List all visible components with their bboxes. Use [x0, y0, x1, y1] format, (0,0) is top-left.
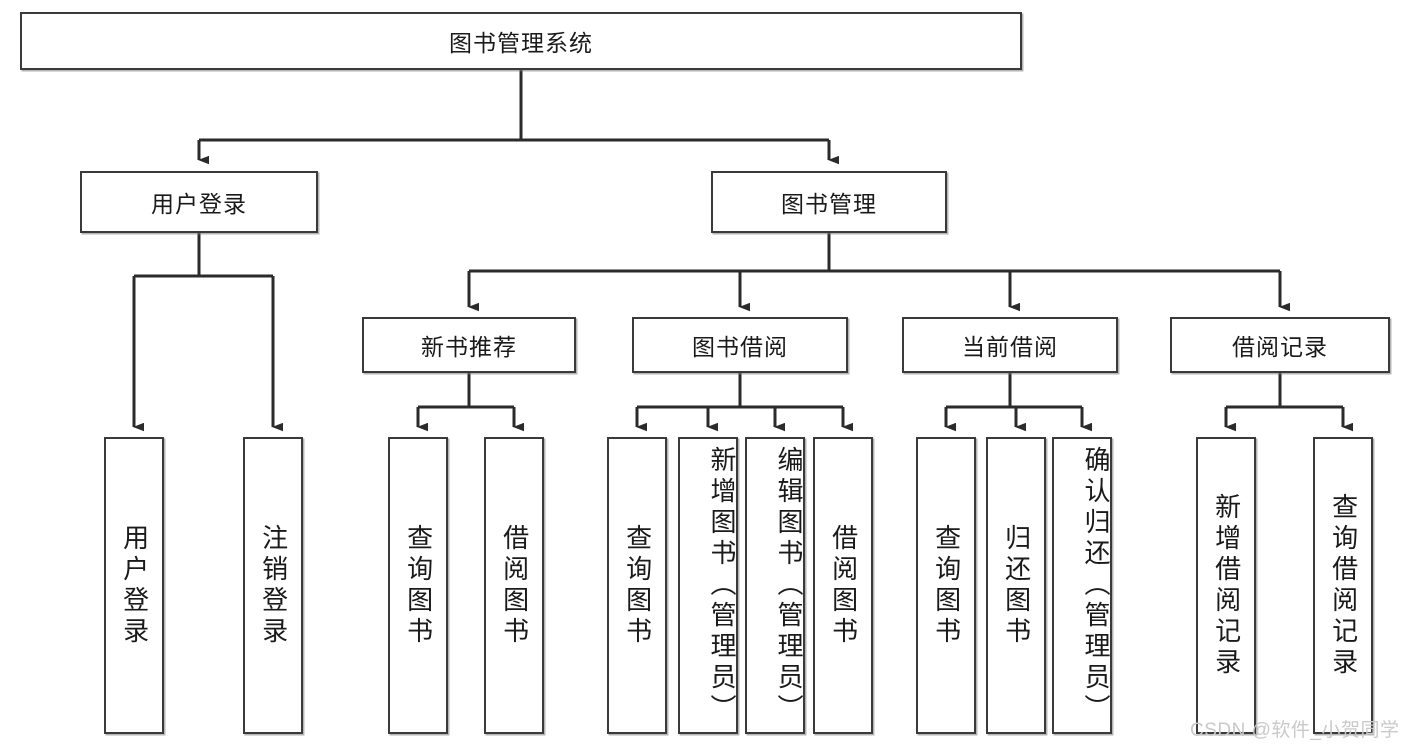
- leaf-node-query-book-current[interactable]: 查询图书: [916, 437, 976, 734]
- leaf-label: 查询图书: [931, 523, 962, 648]
- node-user-login[interactable]: 用户登录: [80, 171, 318, 233]
- leaf-label: 借阅图书: [499, 523, 530, 648]
- leaf-label: 注销登录: [258, 523, 289, 648]
- leaf-label: 确认归还（管理员）: [1081, 446, 1111, 725]
- node-current-borrow[interactable]: 当前借阅: [902, 317, 1118, 373]
- leaf-label: 查询图书: [403, 523, 434, 648]
- node-new-book-recommend[interactable]: 新书推荐: [362, 317, 576, 373]
- node-label: 图书借阅: [692, 334, 788, 360]
- node-book-manage[interactable]: 图书管理: [711, 171, 947, 233]
- node-label: 借阅记录: [1232, 334, 1328, 360]
- node-book-borrow[interactable]: 图书借阅: [632, 317, 848, 373]
- leaf-label: 新增借阅记录: [1211, 492, 1242, 679]
- leaf-node-edit-book-admin[interactable]: 编辑图书（管理员）: [745, 437, 805, 734]
- leaf-node-add-borrow-record[interactable]: 新增借阅记录: [1196, 437, 1256, 734]
- leaf-node-borrow-book[interactable]: 借阅图书: [813, 437, 873, 734]
- node-label: 新书推荐: [421, 334, 517, 360]
- node-borrow-record[interactable]: 借阅记录: [1170, 317, 1390, 373]
- leaf-label: 用户登录: [119, 523, 150, 648]
- leaf-node-query-book-recommend[interactable]: 查询图书: [388, 437, 448, 734]
- leaf-node-return-book[interactable]: 归还图书: [986, 437, 1046, 734]
- node-label: 图书管理: [781, 191, 877, 217]
- leaf-node-query-book-borrow[interactable]: 查询图书: [607, 437, 667, 734]
- leaf-node-add-book-admin[interactable]: 新增图书（管理员）: [678, 437, 738, 734]
- node-label: 图书管理系统: [449, 30, 593, 56]
- leaf-node-query-borrow-record[interactable]: 查询借阅记录: [1313, 437, 1373, 734]
- node-label: 当前借阅: [962, 334, 1058, 360]
- leaf-label: 归还图书: [1001, 523, 1032, 648]
- leaf-label: 编辑图书（管理员）: [774, 446, 804, 725]
- leaf-node-confirm-return-admin[interactable]: 确认归还（管理员）: [1052, 437, 1112, 734]
- csdn-watermark: CSDN @软件_小贺同学: [1190, 720, 1400, 741]
- leaf-node-borrow-book-recommend[interactable]: 借阅图书: [484, 437, 544, 734]
- leaf-label: 查询借阅记录: [1328, 492, 1359, 679]
- leaf-label: 借阅图书: [828, 523, 859, 648]
- leaf-label: 查询图书: [622, 523, 653, 648]
- node-book-management-system[interactable]: 图书管理系统: [20, 12, 1022, 70]
- leaf-node-logout-login[interactable]: 注销登录: [243, 437, 303, 734]
- leaf-label: 新增图书（管理员）: [707, 446, 737, 725]
- leaf-node-user-login[interactable]: 用户登录: [104, 437, 164, 734]
- node-label: 用户登录: [151, 191, 247, 217]
